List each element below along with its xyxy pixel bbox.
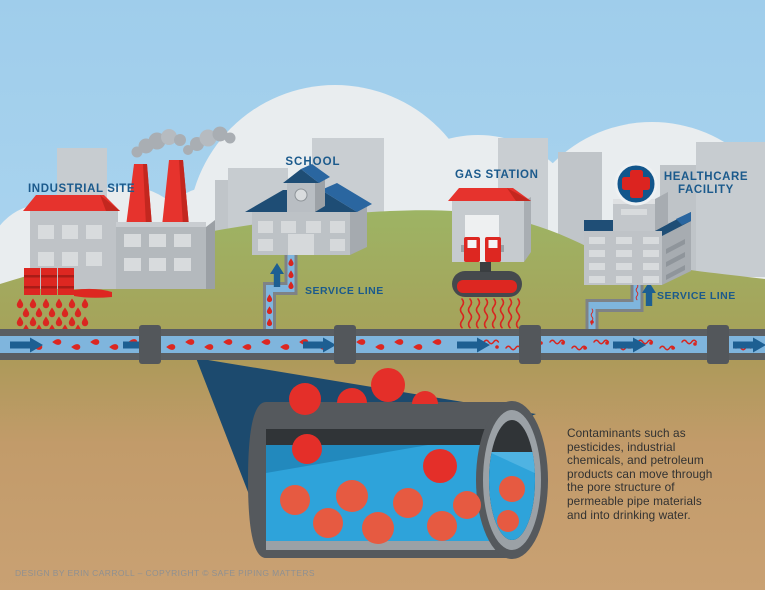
healthcare-side-windows (666, 239, 685, 280)
school-building (245, 164, 372, 255)
credit-line: DESIGN BY ERIN CARROLL – COPYRIGHT © SAF… (15, 568, 315, 578)
medical-cross-icon (614, 162, 658, 206)
pipe-couplings (139, 325, 729, 364)
contaminants-callout-text: Contaminants such as pesticides, industr… (567, 426, 713, 522)
school-clock (294, 188, 308, 202)
water-main-pipe (0, 325, 765, 364)
industrial-site-building (16, 126, 236, 335)
school-service-line-label: SERVICE LINE (305, 285, 384, 297)
contaminant-particles-water (280, 476, 525, 544)
gas-station-label: GAS STATION (455, 169, 539, 181)
healthcare-service-line-label: SERVICE LINE (657, 290, 736, 302)
healthcare-service-line (585, 282, 656, 332)
school-label: SCHOOL (285, 156, 341, 168)
healthcare-windows (589, 209, 659, 283)
smoke-plumes (131, 126, 236, 158)
healthcare-facility-label: HEALTHCARE FACILITY (663, 171, 749, 197)
healthcare-building (584, 162, 691, 285)
industrial-site-label: INDUSTRIAL SITE (28, 183, 136, 195)
pipe-contaminant-squiggles (483, 339, 757, 351)
school-door (288, 234, 314, 255)
contaminant-particles-top (289, 368, 457, 483)
factory-windows (38, 225, 191, 271)
gas-station-building (448, 188, 531, 329)
school-windows (258, 221, 345, 255)
fuel-pumps (461, 237, 504, 262)
waste-barrels (24, 268, 112, 298)
school-service-line (263, 253, 298, 332)
chemical-spill (74, 288, 112, 298)
service-line-squiggles (590, 283, 639, 326)
pipe-cutaway (248, 368, 548, 559)
